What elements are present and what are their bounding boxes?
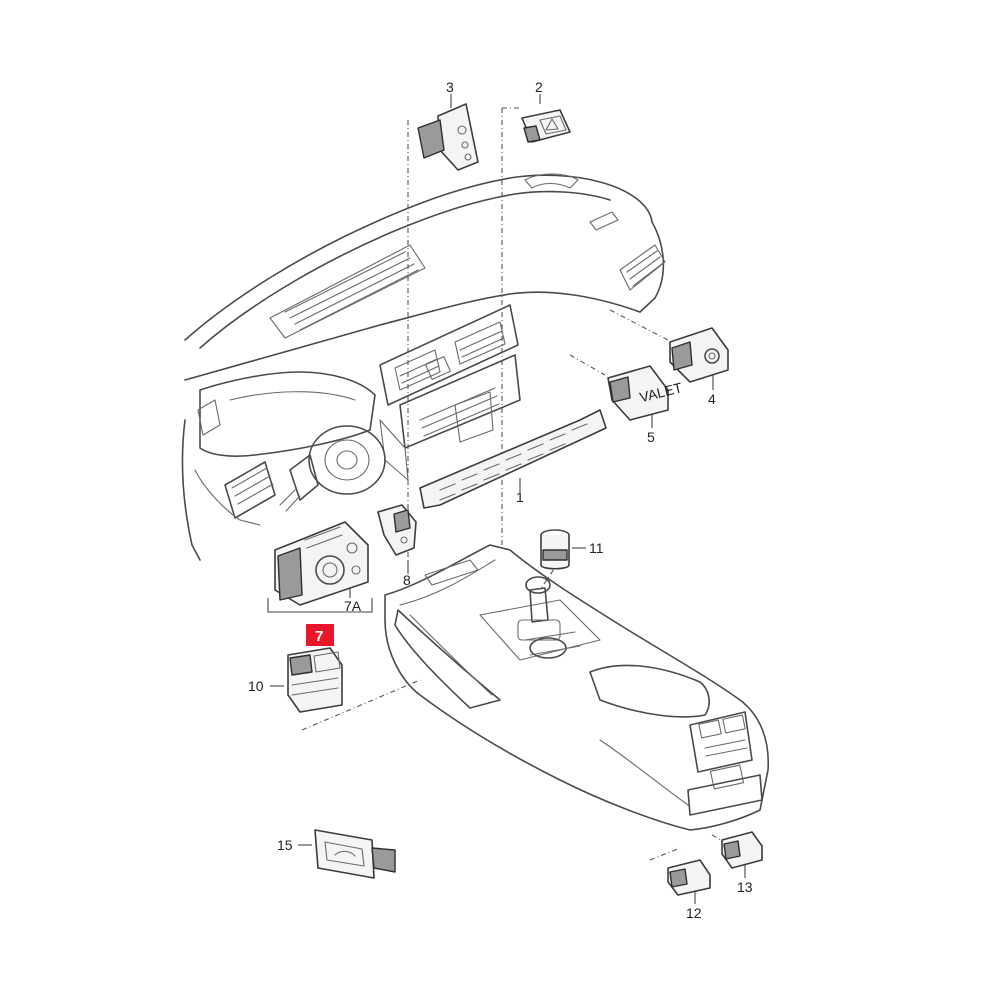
- part-7-light-switch: [274, 521, 369, 606]
- part-13-switch: [721, 831, 763, 869]
- center-console: [384, 544, 770, 831]
- dashboard-panel: [181, 173, 666, 561]
- callout-10: 10: [248, 678, 264, 694]
- part-10-switch-block: [287, 647, 343, 713]
- callout-13: 13: [737, 879, 753, 895]
- callout-11: 11: [589, 540, 604, 556]
- part-1-switch-strip: [419, 409, 607, 509]
- part-3-switch: [417, 103, 479, 171]
- callout-15: 15: [277, 837, 293, 853]
- highlight-box: [306, 624, 334, 646]
- callout-7a: 7A: [344, 598, 362, 614]
- callout-7-highlight: 7: [306, 624, 334, 646]
- part-8-switch: [377, 504, 417, 556]
- callout-4: 4: [708, 391, 716, 407]
- callout-2: 2: [535, 79, 543, 95]
- part-11-socket: [540, 529, 570, 570]
- callout-7: 7: [315, 628, 323, 645]
- part-2-hazard-switch: [521, 109, 571, 143]
- part-4-switch: [669, 327, 729, 383]
- part-15-trunk-button: [314, 829, 396, 879]
- callout-8: 8: [403, 572, 411, 588]
- part-5-valet-switch: VALET: [607, 365, 684, 421]
- leader-lines: [267, 94, 746, 904]
- part-12-switch: [667, 859, 711, 896]
- callout-numbers: 1 2 3 4 5 7A 8 10 11 12 13 15: [248, 79, 753, 921]
- callout-3: 3: [446, 79, 454, 95]
- callout-12: 12: [686, 905, 702, 921]
- callout-5: 5: [647, 429, 655, 445]
- callout-1: 1: [516, 489, 524, 505]
